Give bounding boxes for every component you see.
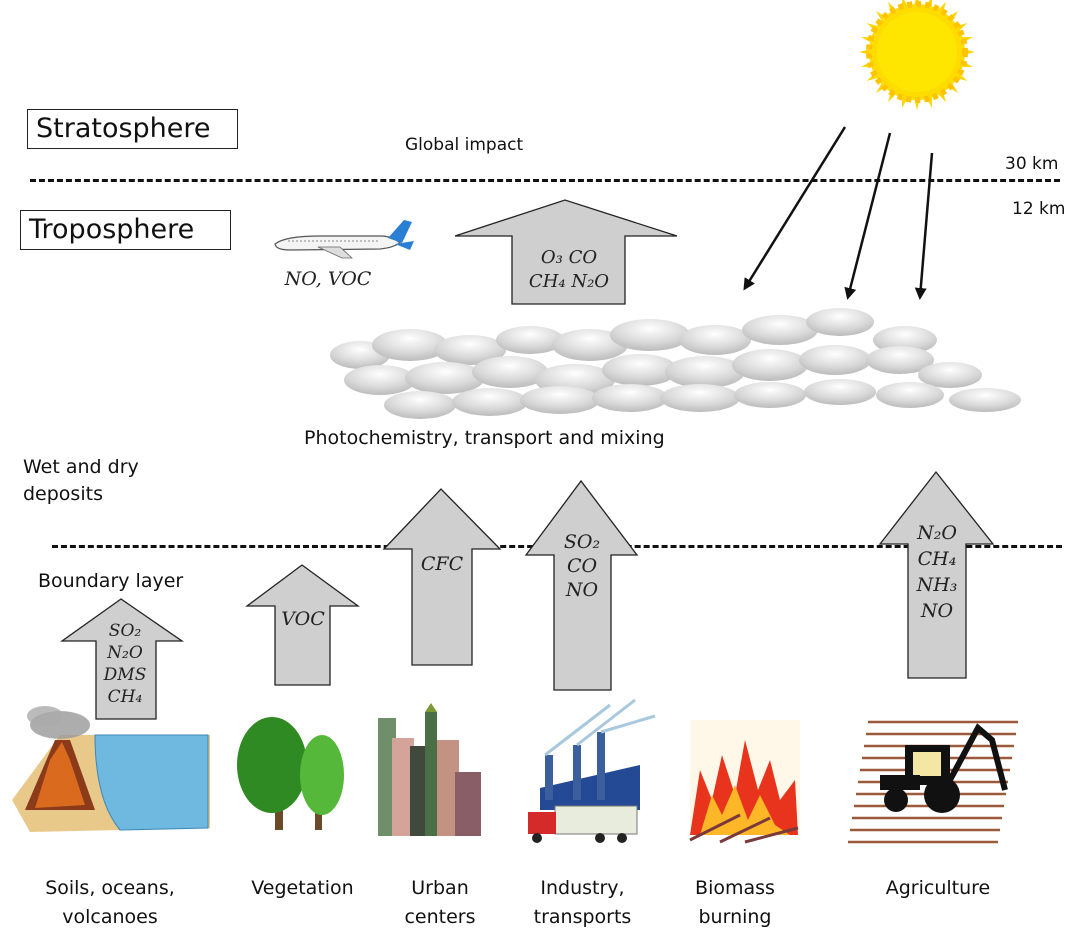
stratosphere-label: Stratosphere [27,109,238,149]
sun-icon [859,0,975,110]
vegetation-arrow-gases: VOC [281,608,325,630]
emission-arrows [59,199,995,720]
source-urban-centers: Urban centers [404,877,476,928]
tropopause-line [30,179,1060,182]
industry-arrow [524,479,639,691]
trees-icon [237,717,344,830]
solar-ray-arrows [743,126,934,300]
urban-arrow [382,488,502,666]
source-industry-transports: Industry, transports [533,877,632,928]
factory-truck-icon [528,698,656,843]
urban-arrow-gases: CFC [420,553,464,575]
tractor-field-icon [848,720,1018,844]
photochemistry-label: Photochemistry, transport and mixing [304,427,665,449]
source-soils-oceans-volcanoes: Soils, oceans, volcanoes [45,877,175,928]
altitude-30km: 30 km [1005,154,1059,174]
fire-icon [689,720,800,844]
volcano-ocean-icon [12,706,210,832]
cloud-layer [330,308,1021,419]
boundary-layer-label: Boundary layer [38,570,184,592]
aircraft-emissions-label: NO, VOC [284,268,372,290]
airplane-icon [274,220,414,259]
agriculture-arrow-gases: N₂O CH₄ NH₃ NO [916,522,958,622]
vegetation-arrow [245,564,360,686]
soils-arrow [59,598,185,720]
soils-arrow-gases: SO₂ N₂O DMS CH₄ [103,621,147,707]
source-biomass-burning: Biomass burning [695,877,775,928]
troposphere-label: Troposphere [20,210,231,250]
upper-arrow [454,199,678,305]
skyline-icon [378,703,481,836]
source-agriculture: Agriculture [885,877,991,899]
altitude-12km: 12 km [1012,199,1066,219]
deposits-label: Wet and dry deposits [23,456,139,505]
source-vegetation: Vegetation [251,877,354,899]
global-impact-label: Global impact [405,135,524,155]
upper-arrow-gases: O₃ CO CH₄ N₂O [528,247,610,292]
industry-arrow-gases: SO₂ CO NO [563,531,601,601]
agriculture-arrow [878,470,995,679]
